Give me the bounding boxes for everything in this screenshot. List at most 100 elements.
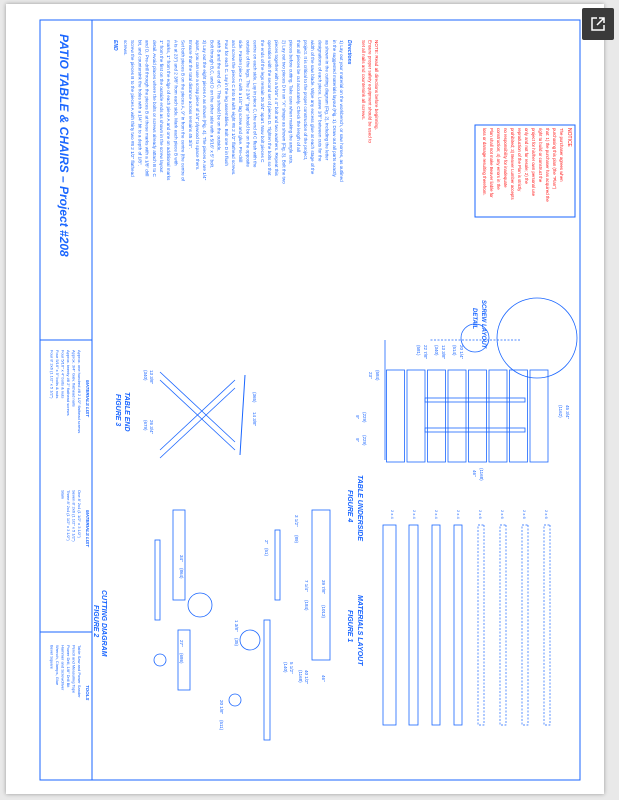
dim-label: (584)	[375, 370, 380, 381]
text-line: width of the saw blade. Wipe any excess …	[310, 40, 315, 175]
materials-list-2: MATERIALS LIST One 8' 2x4 (1 1/2" x 3 1/…	[61, 490, 91, 548]
text-line: Four 5/16" x 4" bolts & nuts	[61, 350, 66, 398]
open-in-new-icon	[591, 17, 605, 31]
text-line: with B and the end of C. This should be …	[217, 40, 222, 152]
piece-a	[311, 509, 331, 661]
directions-heading: Directions	[346, 40, 352, 65]
dim-label: (511)	[219, 720, 224, 731]
lumber-board	[431, 524, 441, 726]
dim-label: (581)	[416, 345, 421, 356]
dim-label: (140)	[283, 662, 288, 673]
text-line: Approx. one hundred #8 2 1/2" flathead s…	[77, 350, 82, 433]
text-line: construction; 4) any errors in the	[496, 128, 501, 190]
detail-subtitle: DETAIL	[471, 308, 477, 330]
dim-label: 13 3/8"	[149, 370, 154, 385]
text-line: screws.	[123, 40, 128, 56]
page-border	[39, 19, 581, 781]
figure-subtitle: FIGURE 3	[114, 394, 121, 426]
text-line: Hammer and Screwdriver	[61, 645, 66, 691]
dim-label: (1168)	[479, 468, 484, 481]
text-line: only and not for resale; 2) the	[524, 128, 529, 185]
text-line: outside of the legs. The 2 3/4" "gap" sh…	[245, 40, 250, 167]
text-line: project for his/her own personal use	[531, 128, 536, 197]
text-line: operation with the second set of pieces …	[267, 40, 272, 176]
text-line: Seven 8' 2x6 (1 1/2" x 5 1/2")	[72, 490, 77, 542]
dim-label: (1168)	[298, 670, 303, 683]
figure-2-cutting-diagram: CUTTING DIAGRAM FIGURE 2 40 1/2"(1168)46…	[92, 509, 331, 741]
dim-label: 2"	[264, 540, 269, 545]
stock-label: 2 x 4	[434, 510, 439, 519]
text-line: Ensure that the total distance across re…	[188, 40, 193, 149]
piece-b	[424, 397, 526, 403]
text-line: Approx. 3/4" Galv. flathead nails	[72, 350, 77, 407]
heading: MATERIALS LIST	[85, 510, 90, 548]
slat-a	[488, 369, 508, 463]
dim-label: (35)	[234, 638, 239, 647]
text-line: Set all nails and countersink all screws…	[361, 40, 366, 120]
dim-label: (229)	[362, 435, 367, 446]
text-line: Power Drill, 1/8" Drill Bit	[66, 645, 71, 688]
text-line: Ensure proper safety equipment should be…	[368, 40, 373, 143]
slat-a	[427, 369, 446, 463]
figure-subtitle: FIGURE 4	[346, 490, 353, 522]
figure-title: TABLE END	[123, 392, 130, 432]
text-line: Three 8' 2x4 (1 1/2" x 3 1/2")	[66, 490, 71, 541]
blueprint: PATIO TABLE & CHAIRS – Project #208 MATE…	[39, 19, 581, 781]
dim-label: 45 3/4"	[565, 405, 570, 420]
text-line: Wrench, Clamps, Glue	[55, 645, 60, 686]
dim-label: (184)	[304, 600, 309, 611]
stock-label: 2 x 6	[478, 510, 483, 519]
figure-4-table-underside: TABLE UNDERSIDE FIGURE 4 SCREW LAYOUT DE…	[346, 297, 578, 541]
dim-label: (686)	[179, 653, 184, 664]
end-label: END	[112, 40, 118, 51]
heading: MATERIALS LIST	[85, 380, 90, 418]
text-line: The purchaser agrees when	[559, 128, 564, 182]
open-external-button[interactable]	[582, 8, 614, 40]
text-line: bit, and countersink the holes with a 1/…	[137, 40, 142, 166]
stock-label: 2 x 4	[456, 510, 461, 519]
directions: Directions END 1) Lay out your material …	[112, 40, 352, 184]
text-line: A is at 23") and 2 3/8" from each side. …	[173, 40, 178, 166]
screw-detail-circle	[496, 297, 578, 379]
text-line: Bevel Square	[50, 645, 55, 670]
figure-subtitle: FIGURE 2	[92, 605, 99, 637]
figure-title: CUTTING DIAGRAM	[100, 590, 107, 657]
piece-b	[424, 427, 526, 433]
dim-label: (340)	[143, 370, 148, 381]
text-line: apart, you can use a scrap piece of 1/4"…	[195, 40, 200, 170]
lumber-board	[408, 524, 419, 726]
slat-a	[529, 369, 549, 463]
lumber-board	[477, 524, 485, 726]
figure-title: TABLE UNDERSIDE	[356, 475, 363, 541]
dim-label: 46"	[472, 470, 477, 477]
dim-label: (365)	[252, 392, 257, 403]
dim-label: 7 1/4"	[304, 580, 309, 592]
dim-label: 3 1/2"	[294, 515, 299, 527]
heading: TOOLS	[85, 685, 90, 700]
project-title: PATIO TABLE & CHAIRS – Project #208	[57, 34, 71, 257]
dim-label: 40 1/2"	[304, 670, 309, 685]
text-line: that: 1) the purchaser has acquired the	[545, 128, 550, 202]
dim-label: 26 3/4"	[149, 420, 154, 435]
text-line: Four 5/16" x 5" bolts & nuts	[55, 350, 60, 398]
dim-label: 14 3/8"	[252, 412, 257, 427]
dim-label: 9"	[355, 438, 360, 443]
text-line: detail. Avoid places where the bolts or …	[152, 40, 157, 177]
text-line: Bolt through B,C, and D on the other sid…	[209, 40, 214, 168]
detail-title: SCREW LAYOUT	[480, 300, 486, 350]
notes: NOTE: Read all directions before beginni…	[361, 40, 379, 143]
document-page: PATIO TABLE & CHAIRS – Project #208 MATE…	[6, 4, 604, 794]
text-line: Table Saw and Power Sander	[77, 645, 82, 698]
dim-label: (340)	[434, 345, 439, 356]
text-line: purchasing this plan (the "Plan")	[552, 128, 557, 190]
text-line: NOTE: Read all directions before beginni…	[374, 40, 379, 130]
dim-label: (89)	[294, 535, 299, 544]
text-line: project. It is critical to the proper co…	[303, 40, 308, 160]
text-line: pieces before cutting. Take care when ma…	[289, 40, 294, 164]
dim-label: (51)	[264, 548, 269, 557]
text-line: designations of each piece. Leave 1/8" b…	[317, 40, 322, 162]
text-line: that all pieces be cut accurately. Check…	[296, 40, 301, 152]
text-line: Stain	[61, 490, 66, 499]
figure-title: MATERIALS LAYOUT	[356, 595, 363, 666]
text-line: Four for each C. Lay in the leg assembli…	[224, 40, 229, 166]
